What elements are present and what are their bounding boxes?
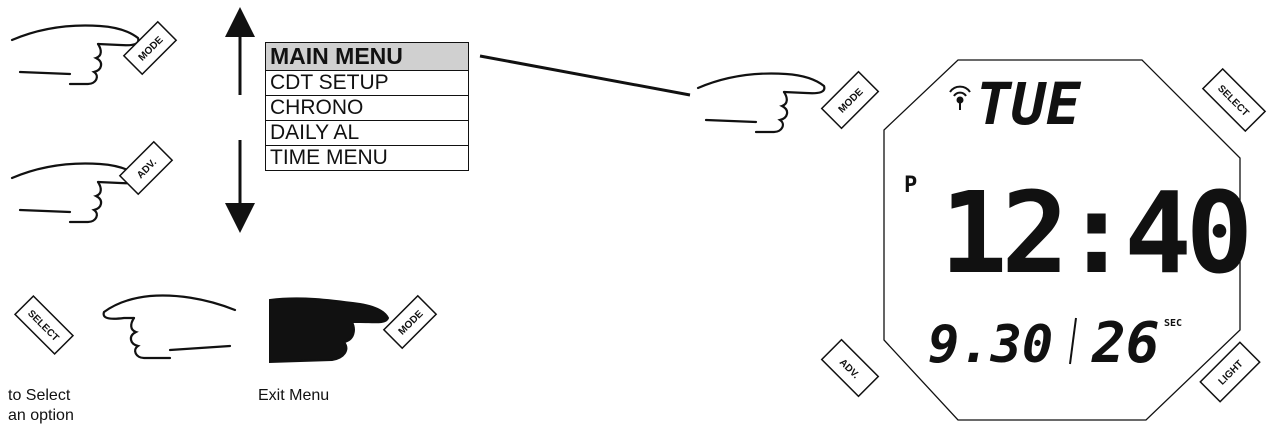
mode-button-badge-1[interactable]: MODE xyxy=(122,20,178,76)
exit-caption: Exit Menu xyxy=(258,387,330,404)
menu-connector-line xyxy=(479,54,691,97)
watch-face xyxy=(883,59,1241,421)
watch-light-button[interactable]: LIGHT xyxy=(1199,341,1261,403)
date-seconds-divider xyxy=(1069,317,1077,365)
main-menu-list: MAIN MENU CDT SETUP CHRONO DAILY AL TIME… xyxy=(265,42,469,171)
watch-pm-indicator: P xyxy=(904,173,917,198)
hand-exit-mode-icon xyxy=(269,297,390,364)
menu-item-time-menu[interactable]: TIME MENU xyxy=(266,145,468,170)
menu-item-chrono[interactable]: CHRONO xyxy=(266,95,468,120)
menu-item-main-menu[interactable]: MAIN MENU xyxy=(266,43,468,70)
hand-press-mode-icon xyxy=(10,24,140,86)
watch-date-display: 9.30 xyxy=(928,315,1053,375)
watch-mode-button[interactable]: MODE xyxy=(820,70,880,130)
adv-button-badge-1[interactable]: ADV. xyxy=(118,140,174,196)
watch-day-display: TUE xyxy=(976,70,1082,138)
menu-item-daily-al[interactable]: DAILY AL xyxy=(266,120,468,145)
select-caption-line1: to Select xyxy=(8,387,71,404)
menu-item-cdt-setup[interactable]: CDT SETUP xyxy=(266,70,468,95)
radio-signal-icon xyxy=(949,85,971,110)
watch-adv-button[interactable]: ADV. xyxy=(820,338,880,398)
watch-time-display: 12:40 xyxy=(940,169,1247,299)
watch-sec-label: SEC xyxy=(1164,318,1182,329)
hand-press-adv-icon xyxy=(10,162,140,224)
hand-press-watch-mode-icon xyxy=(696,72,826,134)
hand-press-select-icon xyxy=(102,294,237,360)
select-button-badge-1[interactable]: SELECT xyxy=(13,294,75,356)
watch-select-button[interactable]: SELECT xyxy=(1201,67,1267,133)
select-caption: to Select an option xyxy=(8,386,74,426)
mode-button-badge-2[interactable]: MODE xyxy=(382,294,438,350)
watch-seconds-display: 26 xyxy=(1091,311,1159,376)
select-caption-line2: an option xyxy=(8,407,74,424)
